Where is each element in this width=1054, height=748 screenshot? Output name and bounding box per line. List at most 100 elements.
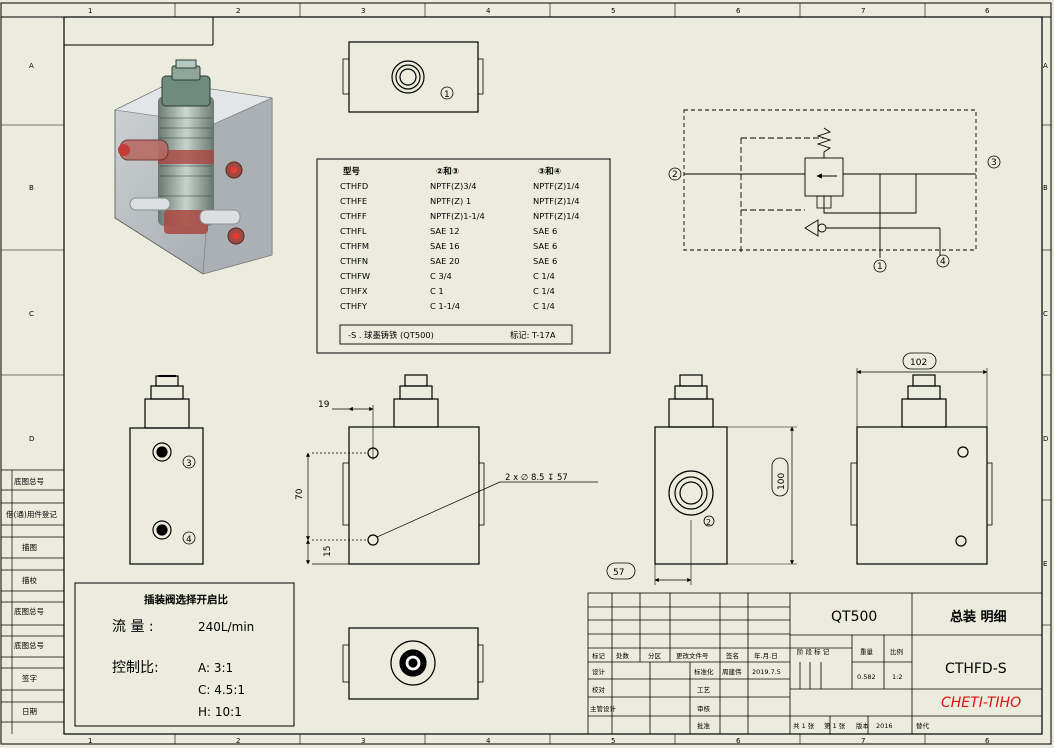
col-label: 3 <box>361 7 365 15</box>
replace-label: 替代 <box>916 721 930 730</box>
model-code: CTHFN <box>340 256 368 266</box>
notes-box: 插装阀选择开启比 流 量 : 240L/min 控制比: A: 3:1 C: 4… <box>74 582 295 727</box>
left-side-view: 3 4 <box>129 375 204 565</box>
col-label: 1 <box>88 737 92 745</box>
side-label: 底图总号 <box>14 606 44 616</box>
dim-label: 70 <box>295 488 305 500</box>
port-spec: SAE 20 <box>430 256 460 266</box>
side-label: 底图总号 <box>14 640 44 650</box>
port-spec: NPTF(Z) 1 <box>430 196 471 206</box>
row-ruler: A B C D A B C D E <box>1 62 1051 626</box>
rev-header: 签名 <box>726 651 739 660</box>
drawing-number: CTHFD-S <box>945 661 1007 677</box>
ratio-c: C: 4.5:1 <box>198 683 245 697</box>
port-spec: SAE 6 <box>533 256 557 266</box>
row-label: C <box>29 310 34 318</box>
port-spec: NPTF(Z)1/4 <box>533 211 580 221</box>
model-code: CTHFF <box>340 211 367 221</box>
hole-callout: 2 x ∅ 8.5 ↧ 57 <box>505 473 568 483</box>
row-label: 校对 <box>592 685 606 694</box>
scale-value: 1:2 <box>892 673 902 681</box>
side-register-strip: 底图总号 借(通)用件登记 描图 描校 底图总号 底图总号 签字 日期 <box>1 469 64 734</box>
flow-label: 流 量 : <box>112 619 154 635</box>
rev-header: 分区 <box>648 651 662 660</box>
port-spec: C 1/4 <box>533 271 555 281</box>
port-spec: SAE 6 <box>533 226 557 236</box>
port-spec: NPTF(Z)1-1/4 <box>430 211 485 221</box>
date: 2019.7.5 <box>752 668 781 676</box>
brand-mark: CHETI-TIHO <box>941 695 1021 711</box>
port-spec: C 1/4 <box>533 301 555 311</box>
port-label: 4 <box>186 535 192 545</box>
model-code: CTHFL <box>340 226 367 236</box>
process-label: 工艺 <box>697 686 711 694</box>
port-spec: C 1-1/4 <box>430 301 460 311</box>
weight-value: 0.582 <box>857 673 876 681</box>
side-label: 描校 <box>22 575 37 585</box>
drawing-name: 总装 明细 <box>950 609 1007 625</box>
sheets-total: 共 1 张 <box>793 721 815 730</box>
side-label: 描图 <box>22 542 37 552</box>
title-block: QT500 总装 明细 CTHFD-S CHETI-TIHO 阶 段 标 记 重… <box>587 592 1043 735</box>
model-code: CTHFW <box>340 271 370 281</box>
material-note: -S . 球墨铸铁 (QT500) <box>348 330 434 340</box>
stage-mark: 阶 段 标 记 <box>797 647 830 656</box>
ratio-label: 控制比: <box>112 660 159 676</box>
port-spec: C 3/4 <box>430 271 452 281</box>
scale-label: 比例 <box>890 647 903 656</box>
circuit-port-3: 3 <box>991 158 997 168</box>
dim-label: 100 <box>777 473 787 490</box>
circuit-port-4: 4 <box>940 257 946 267</box>
row-label: E <box>1043 560 1047 568</box>
dim-label: 19 <box>318 400 330 410</box>
ratio-h: H: 10:1 <box>198 705 242 719</box>
dim-label: 57 <box>613 568 624 578</box>
bottom-view <box>342 627 484 700</box>
col-label: 3 <box>361 737 365 745</box>
column-ruler: 1 2 3 4 5 6 7 6 1 2 3 4 5 6 7 6 <box>88 3 990 745</box>
port-spec: SAE 16 <box>430 241 460 251</box>
row-label: B <box>1043 184 1048 192</box>
right-side-view: 2 57 100 <box>606 374 797 585</box>
version: 2016 <box>876 722 893 730</box>
version-label: 版本 <box>856 721 870 730</box>
col-label: 2 <box>236 737 240 745</box>
circuit-port-2: 2 <box>672 170 678 180</box>
side-label: 签字 <box>22 673 37 683</box>
review-label: 审核 <box>697 704 711 713</box>
table-header: 型号 <box>343 166 361 177</box>
sheet-number: 第 1 张 <box>824 721 846 730</box>
dim-label: 15 <box>323 546 333 557</box>
model-code: CTHFD <box>340 181 368 191</box>
row-label: 设计 <box>592 667 606 676</box>
port-spec: NPTF(Z)1/4 <box>533 181 580 191</box>
row-label: A <box>1043 62 1048 70</box>
rev-header: 更改文件号 <box>676 651 709 660</box>
col-label: 4 <box>486 737 491 745</box>
front-view <box>342 374 485 565</box>
port-label: 3 <box>186 459 192 469</box>
port-spec: SAE 6 <box>533 241 557 251</box>
col-label: 6 <box>736 737 741 745</box>
row-label: B <box>29 184 34 192</box>
port-label: 2 <box>706 518 711 527</box>
approve-label: 批准 <box>697 721 711 730</box>
col-label: 7 <box>861 7 865 15</box>
top-view: 1 <box>342 41 484 113</box>
model-code: CTHFE <box>340 196 367 206</box>
rev-header: 标记 <box>592 651 606 660</box>
col-label: 1 <box>88 7 92 15</box>
col-label: 5 <box>611 737 615 745</box>
row-label: 主管设计 <box>590 704 617 713</box>
port-spec: C 1/4 <box>533 286 555 296</box>
col-label: 6 <box>985 7 990 15</box>
col-label: 2 <box>236 7 240 15</box>
standard-sign: 周建伟 <box>722 667 742 676</box>
side-label: 底图总号 <box>14 476 44 486</box>
port-spec: NPTF(Z)3/4 <box>430 181 477 191</box>
side-label: 借(通)用件登记 <box>6 509 57 519</box>
port-spec: NPTF(Z)1/4 <box>533 196 580 206</box>
col-label: 7 <box>861 737 865 745</box>
